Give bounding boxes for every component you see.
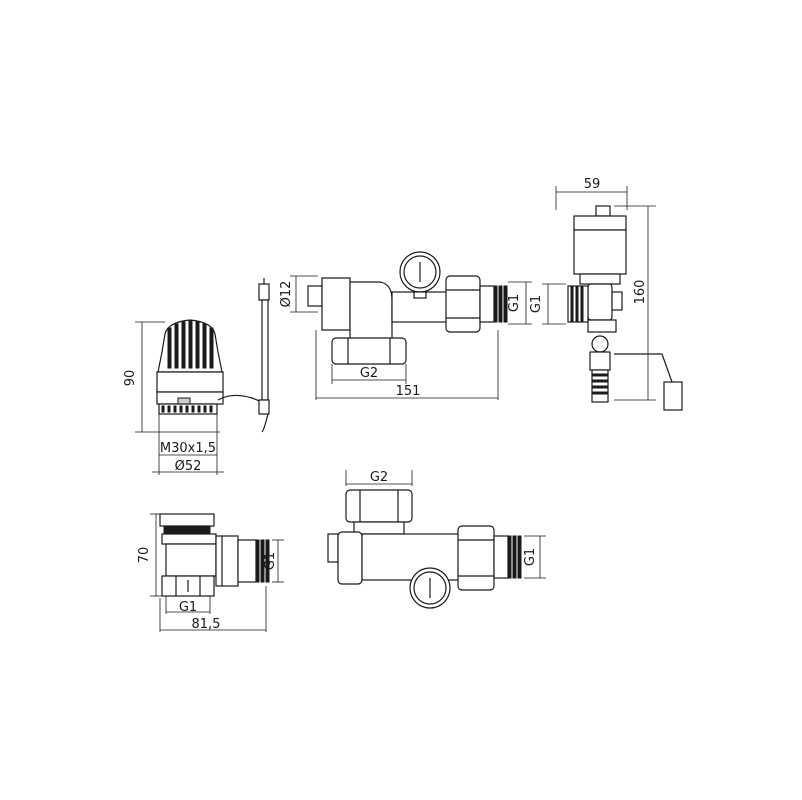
bottom-outlet-label: G1 [523,548,538,566]
bottom-inlet-label: G2 [370,470,388,485]
vent-inlet-label: G1 [529,295,544,313]
head-dimensions [135,321,224,475]
top-outlet-label: G1 [507,294,522,312]
bottom-dimensions [345,470,546,579]
head-diameter-label: Ø52 [175,459,202,474]
thermostatic-head [156,319,269,433]
valve-inlet-label: G1 [179,600,197,615]
head-height-label: 90 [123,370,138,387]
top-inlet-label: G2 [360,366,378,381]
valve-outlet-label: G1 [263,552,278,570]
top-length-label: 151 [396,384,421,399]
valve-length-label: 81,5 [192,617,221,632]
vent-height-label: 160 [633,280,648,305]
vent-width-label: 59 [584,177,601,192]
valve-height-label: 70 [137,547,152,564]
remote-sensor [258,278,270,415]
pipe-diameter-label: Ø12 [279,281,294,308]
angle-valve [159,513,270,597]
air-vent-assembly [567,205,683,411]
valve-dimensions [150,513,284,632]
top-assembly [307,251,508,365]
bottom-assembly [327,489,522,609]
vent-dimensions [542,186,656,401]
head-thread-label: M30x1,5 [160,441,216,456]
top-dimensions [290,275,532,400]
